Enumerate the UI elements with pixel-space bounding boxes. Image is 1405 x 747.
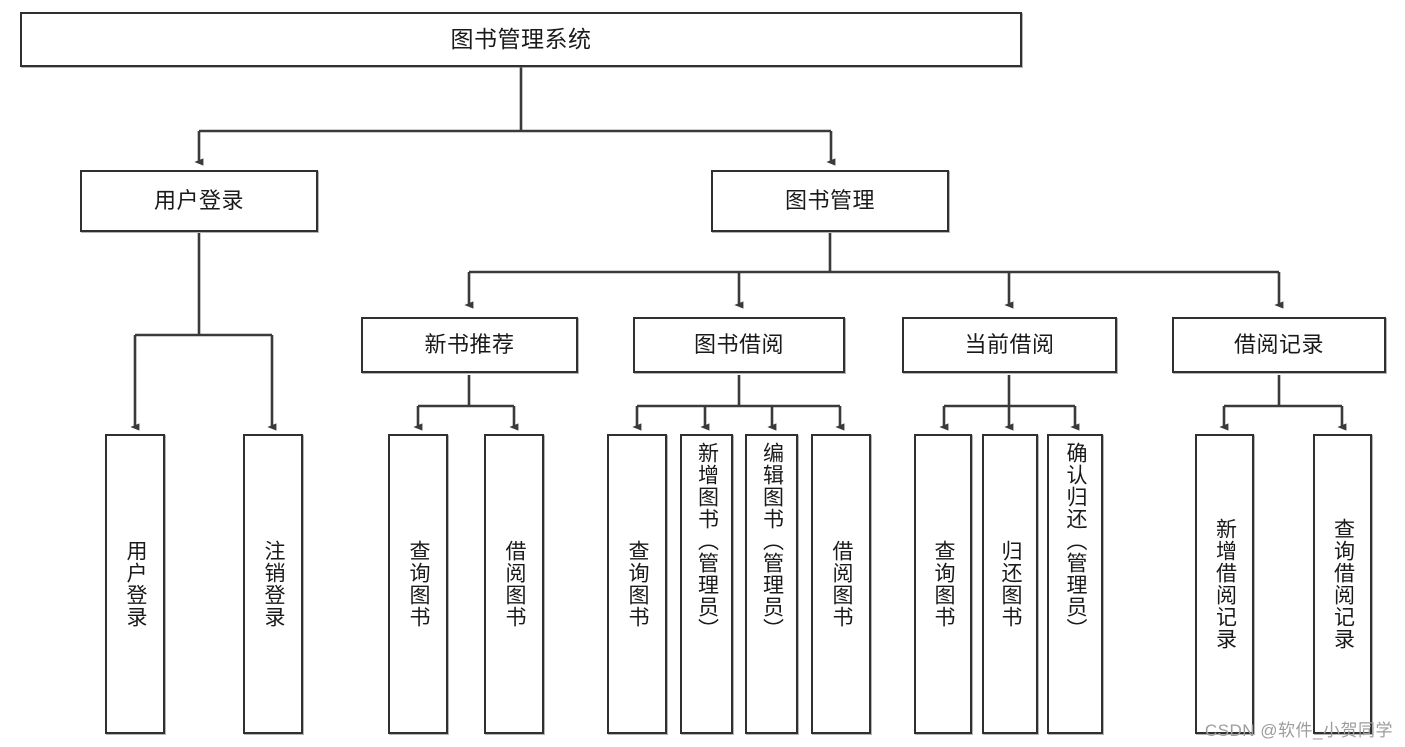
node-user-login[interactable]: 用户登录 bbox=[80, 170, 318, 232]
node-label: 借阅图书 bbox=[503, 540, 527, 628]
node-label: 新增借阅记录 bbox=[1213, 518, 1237, 650]
node-root-system[interactable]: 图书管理系统 bbox=[20, 12, 1022, 67]
node-label: 查询借阅记录 bbox=[1331, 518, 1355, 650]
leaf-borrow-book[interactable]: 借阅图书 bbox=[811, 434, 871, 734]
leaf-edit-book-admin[interactable]: 编辑图书（管理员） bbox=[745, 434, 798, 734]
node-label: 查询图书 bbox=[407, 540, 431, 628]
node-book-borrow[interactable]: 图书借阅 bbox=[633, 317, 845, 373]
node-label: 当前借阅 bbox=[964, 331, 1055, 357]
node-label: 归还图书 bbox=[999, 540, 1023, 628]
node-label: 图书借阅 bbox=[693, 331, 784, 357]
leaf-query-book-recommend[interactable]: 查询图书 bbox=[388, 434, 448, 734]
node-label: 新增图书（管理员） bbox=[695, 442, 719, 640]
node-label: 查询图书 bbox=[626, 540, 650, 628]
node-new-book-recommend[interactable]: 新书推荐 bbox=[361, 317, 578, 373]
node-label: 编辑图书（管理员） bbox=[760, 442, 784, 640]
node-label: 注销登录 bbox=[262, 540, 286, 628]
node-label: 借阅记录 bbox=[1233, 331, 1324, 357]
node-label: 图书管理系统 bbox=[450, 25, 592, 52]
leaf-add-book-admin[interactable]: 新增图书（管理员） bbox=[680, 434, 733, 734]
node-book-management[interactable]: 图书管理 bbox=[711, 170, 949, 232]
node-borrow-record[interactable]: 借阅记录 bbox=[1172, 317, 1386, 373]
leaf-add-borrow-record[interactable]: 新增借阅记录 bbox=[1195, 434, 1254, 734]
leaf-logout[interactable]: 注销登录 bbox=[243, 434, 303, 734]
leaf-query-book-current[interactable]: 查询图书 bbox=[914, 434, 972, 734]
leaf-return-book[interactable]: 归还图书 bbox=[982, 434, 1038, 734]
leaf-user-login[interactable]: 用户登录 bbox=[105, 434, 165, 734]
leaf-query-book-borrow[interactable]: 查询图书 bbox=[607, 434, 667, 734]
leaf-query-borrow-record[interactable]: 查询借阅记录 bbox=[1313, 434, 1372, 734]
node-label: 借阅图书 bbox=[830, 540, 854, 628]
node-label: 确认归还（管理员） bbox=[1064, 442, 1088, 640]
node-label: 新书推荐 bbox=[424, 331, 515, 357]
node-label: 用户登录 bbox=[124, 540, 148, 628]
node-current-borrow[interactable]: 当前借阅 bbox=[902, 317, 1117, 373]
node-label: 图书管理 bbox=[784, 187, 875, 213]
node-label: 用户登录 bbox=[153, 187, 244, 213]
node-label: 查询图书 bbox=[932, 540, 956, 628]
leaf-borrow-book-recommend[interactable]: 借阅图书 bbox=[484, 434, 544, 734]
leaf-confirm-return-admin[interactable]: 确认归还（管理员） bbox=[1047, 434, 1103, 734]
csdn-watermark: CSDN @软件_小贺同学 bbox=[1204, 721, 1393, 740]
